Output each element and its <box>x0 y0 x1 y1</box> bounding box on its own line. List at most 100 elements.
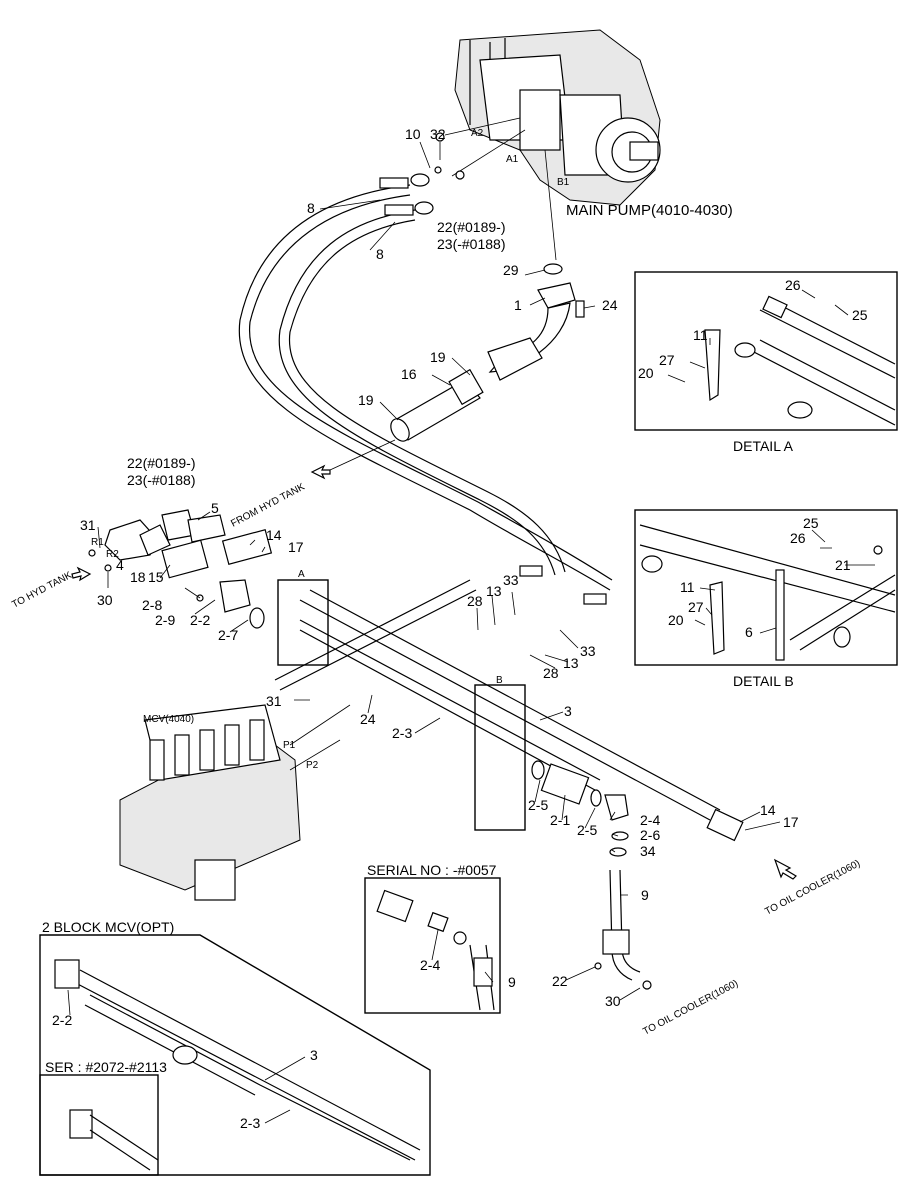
callout-3: 3 <box>564 703 572 719</box>
port-p2-label: P2 <box>306 760 319 771</box>
marker-box-a <box>277 579 329 666</box>
two-block-drawing <box>54 959 421 1171</box>
marker-box-b <box>474 684 526 831</box>
port-r2-label: R2 <box>106 549 119 560</box>
callout-2-3: 2-3 <box>392 725 412 741</box>
callout-14: 14 <box>760 802 776 818</box>
two-block-mcv-frame <box>39 934 431 1176</box>
callout-15: 15 <box>148 569 164 585</box>
callout-10: 10 <box>405 126 421 142</box>
callout-3: 3 <box>310 1047 318 1063</box>
to-oil-cooler-label-2: TO OIL COOLER(1060) <box>641 978 740 1038</box>
callout-8: 8 <box>307 200 315 216</box>
callout-5: 5 <box>211 500 219 516</box>
flange-10 <box>410 166 442 215</box>
detail-a-frame <box>634 271 898 431</box>
detail-a-callout-27: 27 <box>659 352 675 368</box>
callout-2-1: 2-1 <box>550 812 570 828</box>
callout-2-3: 2-3 <box>240 1115 260 1131</box>
callout-34: 34 <box>640 843 656 859</box>
callout-8: 8 <box>376 246 384 262</box>
mid-fittings <box>531 760 629 857</box>
ref-22a: 22(#0189-) <box>437 219 506 235</box>
marker-a-label: A <box>298 569 305 580</box>
detail-a-callout-20: 20 <box>638 365 654 381</box>
detail-b-callout-25: 25 <box>803 515 819 531</box>
serial-no-frame <box>364 877 501 1014</box>
callout-2-8: 2-8 <box>142 597 162 613</box>
from-tank-line <box>329 439 396 471</box>
port-b1-label: B1 <box>557 177 570 188</box>
return-pipes <box>274 579 744 842</box>
from-hyd-tank-label: FROM HYD TANK <box>229 481 307 529</box>
mcv-valve-block <box>119 704 351 901</box>
callout-28: 28 <box>467 593 483 609</box>
callout-22: 22 <box>552 973 568 989</box>
detail-b-callout-27: 27 <box>688 599 704 615</box>
callout-13: 13 <box>486 583 502 599</box>
detail-b-callout-26: 26 <box>790 530 806 546</box>
callout-2-9: 2-9 <box>155 612 175 628</box>
detail-b-frame <box>634 509 898 666</box>
callout-4: 4 <box>116 557 124 573</box>
ref-22b: 22(#0189-) <box>127 455 196 471</box>
pressure-hoses <box>238 177 613 605</box>
port-r1-label: R1 <box>91 537 104 548</box>
callout-2-2: 2-2 <box>190 612 210 628</box>
callout-31: 31 <box>80 517 96 533</box>
callout-numbers: 10 32 8 8 29 1 24 19 16 19 5 31 4 30 14 … <box>52 126 868 1131</box>
callout-2-5: 2-5 <box>528 797 548 813</box>
callout-33: 33 <box>580 643 596 659</box>
ref-23a: 23(-#0188) <box>437 236 506 252</box>
callout-33: 33 <box>503 572 519 588</box>
callout-30: 30 <box>605 993 621 1009</box>
callout-31: 31 <box>266 693 282 709</box>
leader-lines <box>67 141 875 1124</box>
callout-17: 17 <box>288 539 304 555</box>
to-hyd-tank-label: TO HYD TANK <box>10 570 74 611</box>
callout-17: 17 <box>783 814 799 830</box>
callout-14: 14 <box>266 527 282 543</box>
detail-a-drawing <box>704 295 896 426</box>
callout-2-2: 2-2 <box>52 1012 72 1028</box>
serial-no-drawing <box>376 889 495 1011</box>
callout-32: 32 <box>430 126 446 142</box>
return-block-assembly <box>88 509 273 629</box>
detail-b-drawing <box>639 524 896 661</box>
port-a1-label: A1 <box>506 154 519 165</box>
callout-13: 13 <box>563 655 579 671</box>
detail-a-callout-11: 11 <box>693 327 708 343</box>
detail-a-caption: DETAIL A <box>733 438 794 454</box>
callout-9: 9 <box>508 974 516 990</box>
callout-19: 19 <box>358 392 374 408</box>
marker-b-label: B <box>496 675 503 686</box>
hose-9 <box>594 869 652 990</box>
flow-arrows <box>71 464 797 880</box>
callout-19: 19 <box>430 349 446 365</box>
detail-b-caption: DETAIL B <box>733 673 794 689</box>
two-block-mcv-label: 2 BLOCK MCV(OPT) <box>42 919 174 935</box>
detail-b-callout-20: 20 <box>668 612 684 628</box>
main-pump-label: MAIN PUMP(4010-4030) <box>566 202 733 219</box>
detail-b-callout-6: 6 <box>745 624 753 640</box>
callout-29: 29 <box>503 262 519 278</box>
port-p1-label: P1 <box>283 740 296 751</box>
callout-28: 28 <box>543 665 559 681</box>
callout-24: 24 <box>602 297 618 313</box>
callout-2-6: 2-6 <box>640 827 660 843</box>
main-pump-assembly <box>435 29 661 261</box>
callout-2-4: 2-4 <box>640 812 660 828</box>
suction-pipe-assembly <box>390 263 585 442</box>
serial-no-label: SERIAL NO : -#0057 <box>367 862 497 878</box>
detail-b-callout-11: 11 <box>680 579 695 595</box>
mcv-label: MCV(4040) <box>143 714 194 725</box>
callout-30: 30 <box>97 592 113 608</box>
detail-b-callout-21: 21 <box>835 557 851 573</box>
callout-24: 24 <box>360 711 376 727</box>
port-a2-label: A2 <box>471 128 484 139</box>
callout-1: 1 <box>514 297 522 313</box>
ref-23b: 23(-#0188) <box>127 472 196 488</box>
callout-2-5: 2-5 <box>577 822 597 838</box>
callout-2-7: 2-7 <box>218 627 238 643</box>
